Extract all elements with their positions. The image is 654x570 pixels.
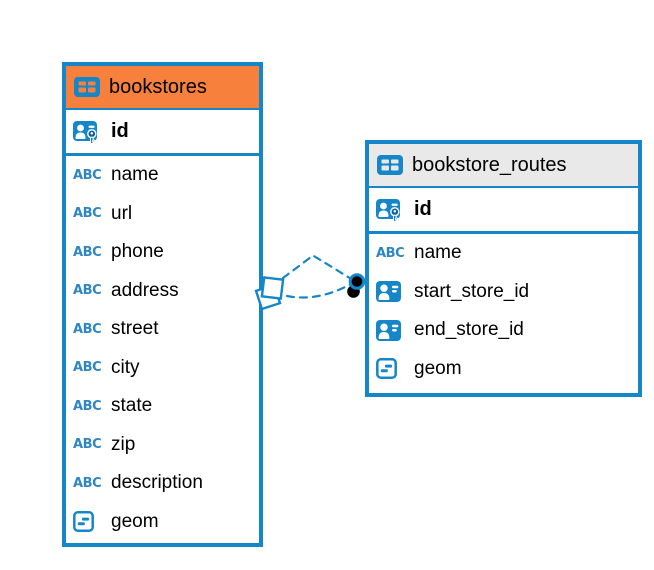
reference-type-icon (376, 319, 406, 341)
geometry-type-icon (376, 358, 406, 380)
text-type-icon: ABC (73, 475, 102, 491)
column-label: start_store_id (414, 280, 530, 302)
column-label: geom (111, 510, 159, 532)
column-list: ABC name ABC url ABC phone ABC address A… (66, 156, 259, 541)
relationship-line-lower[interactable] (285, 282, 353, 299)
table-bookstore-routes[interactable]: bookstore_routes id ABC name (365, 140, 642, 397)
column-label: name (111, 164, 159, 186)
text-type-icon: ABC (73, 244, 102, 260)
column-label: name (414, 242, 462, 264)
column-row[interactable]: geom (66, 503, 259, 542)
column-label: city (111, 356, 140, 378)
column-label: description (111, 472, 203, 494)
column-label: street (111, 318, 159, 340)
column-row[interactable]: ABC description (66, 464, 259, 503)
text-type-icon: ABC (73, 398, 102, 414)
column-row-pk[interactable]: id (369, 188, 638, 234)
column-row[interactable]: ABC url (66, 195, 259, 234)
column-label: state (111, 395, 153, 417)
table-icon (74, 77, 100, 97)
column-label: geom (414, 357, 462, 379)
column-row[interactable]: ABC name (66, 156, 259, 195)
text-type-icon: ABC (73, 283, 102, 299)
column-row[interactable]: start_store_id (369, 273, 638, 312)
table-header-bookstore-routes[interactable]: bookstore_routes (369, 144, 638, 188)
geometry-type-icon (73, 511, 103, 533)
column-row[interactable]: ABC city (66, 349, 259, 388)
table-bookstores[interactable]: bookstores id ABC name (62, 62, 263, 547)
text-type-icon: ABC (73, 321, 102, 337)
text-type-icon: ABC (73, 437, 102, 453)
primary-key-icon (73, 120, 103, 144)
column-list: ABC name start_store_id (369, 234, 638, 388)
column-row-pk[interactable]: id (66, 110, 259, 156)
table-title: bookstore_routes (412, 153, 567, 176)
column-label: phone (111, 241, 164, 263)
column-row[interactable]: ABC zip (66, 426, 259, 465)
relationship-line-upper[interactable] (281, 254, 355, 282)
table-title: bookstores (109, 75, 207, 98)
column-row[interactable]: ABC street (66, 310, 259, 349)
column-label: zip (111, 433, 136, 455)
column-row[interactable]: ABC name (369, 234, 638, 273)
column-label: end_store_id (414, 319, 524, 341)
relationship-endpoint-dots[interactable] (347, 273, 366, 298)
column-row[interactable]: end_store_id (369, 311, 638, 350)
text-type-icon: ABC (73, 167, 102, 183)
column-row[interactable]: ABC address (66, 272, 259, 311)
primary-key-icon (376, 198, 406, 222)
table-header-bookstores[interactable]: bookstores (66, 66, 259, 110)
table-icon (377, 155, 403, 175)
column-label: address (111, 279, 179, 301)
text-type-icon: ABC (376, 245, 405, 261)
reference-type-icon (376, 281, 406, 303)
column-label: id (111, 120, 129, 142)
column-row[interactable]: geom (369, 350, 638, 389)
column-row[interactable]: ABC state (66, 387, 259, 426)
column-row[interactable]: ABC phone (66, 233, 259, 272)
column-label: url (111, 202, 133, 224)
column-label: id (414, 198, 432, 220)
text-type-icon: ABC (73, 360, 102, 376)
text-type-icon: ABC (73, 206, 102, 222)
